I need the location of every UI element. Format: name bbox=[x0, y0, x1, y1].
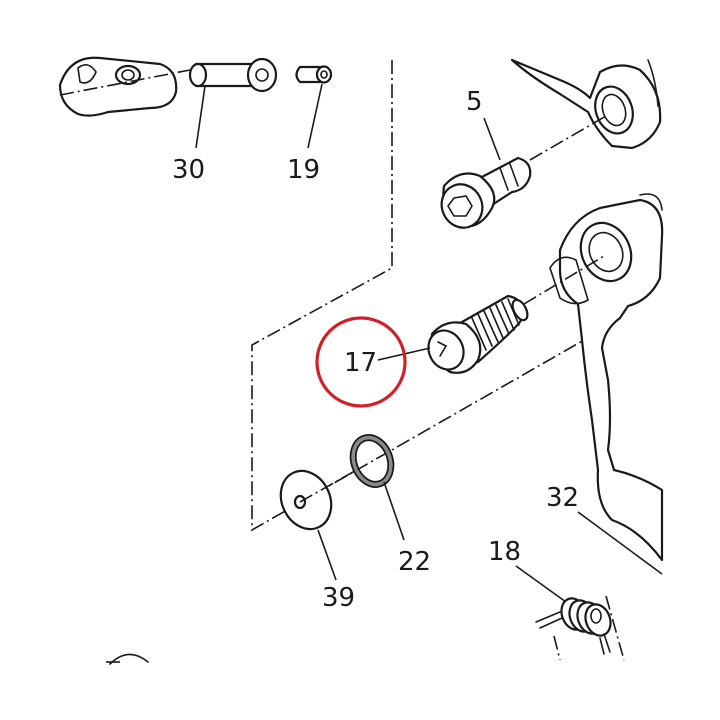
washer-39 bbox=[279, 469, 333, 531]
leader-32 bbox=[577, 511, 663, 575]
callout-22: 22 bbox=[398, 547, 431, 577]
callout-17: 17 bbox=[344, 348, 377, 378]
pin-19 bbox=[295, 65, 333, 84]
pin-30 bbox=[188, 57, 278, 93]
centerline-39-22 bbox=[299, 467, 361, 503]
callout-19: 19 bbox=[287, 155, 320, 185]
cap-screw-5 bbox=[440, 156, 532, 229]
assembly-boundary-line bbox=[251, 60, 585, 532]
callout-30: 30 bbox=[172, 155, 205, 185]
leader-19 bbox=[307, 83, 323, 149]
centerline-18 bbox=[605, 595, 625, 661]
lever-fragment-top-left bbox=[58, 56, 191, 117]
lever-arm-right bbox=[549, 193, 664, 562]
o-ring-22 bbox=[349, 434, 395, 488]
highlight-circle-17 bbox=[315, 316, 407, 408]
leader-18 bbox=[515, 565, 567, 603]
leader-22 bbox=[383, 481, 405, 541]
leader-39 bbox=[317, 529, 337, 581]
callout-32: 32 bbox=[546, 483, 579, 513]
callout-39: 39 bbox=[322, 583, 355, 613]
leader-5 bbox=[483, 117, 501, 161]
centerline-17 bbox=[523, 255, 605, 305]
callout-18: 18 bbox=[488, 537, 521, 567]
leader-30 bbox=[195, 85, 206, 149]
callout-5: 5 bbox=[466, 87, 483, 117]
centerline-5 bbox=[529, 115, 607, 161]
centerline-18-b bbox=[553, 635, 561, 661]
bracket-top-right bbox=[510, 58, 662, 150]
bolt-17 bbox=[427, 294, 529, 374]
torsion-spring-18 bbox=[535, 597, 612, 655]
